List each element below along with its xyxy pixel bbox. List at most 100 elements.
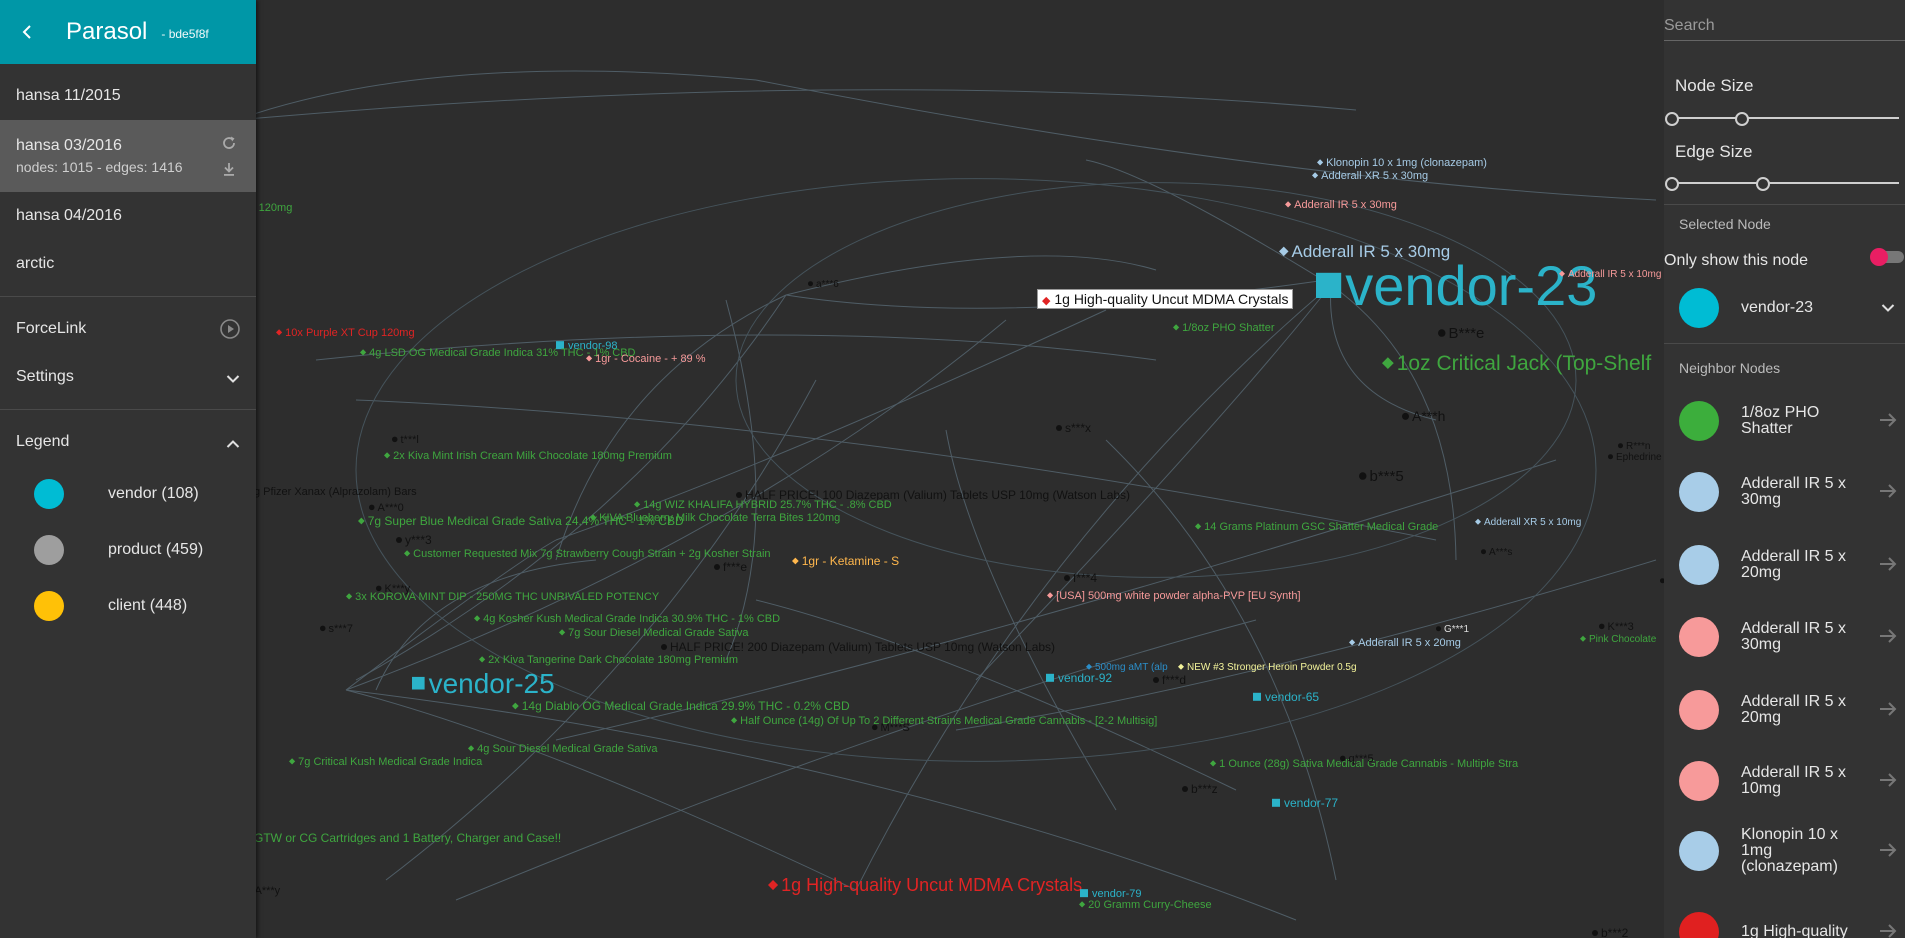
neighbor-node-item[interactable]: Adderall IR 5 x 20mg: [1679, 543, 1905, 587]
graph-node-client[interactable]: A***s: [1481, 547, 1512, 558]
graph-node-product[interactable]: 2x Kiva Tangerine Dark Chocolate 180mg P…: [479, 654, 738, 666]
graph-node-product[interactable]: 1/8oz PHO Shatter: [1173, 322, 1275, 334]
graph-node-product[interactable]: 14 Grams Platinum GSC Shatter Medical Gr…: [1195, 521, 1438, 533]
graph-node-product[interactable]: 14g Diablo OG Medical Grade Indica 29.9%…: [512, 699, 850, 713]
refresh-icon[interactable]: [220, 134, 238, 152]
graph-node-product[interactable]: 1 Ounce (28g) Sativa Medical Grade Canna…: [1210, 758, 1519, 770]
graph-node-client[interactable]: y***3: [396, 533, 432, 547]
graph-node-client[interactable]: f***d: [1153, 673, 1186, 687]
graph-node-client[interactable]: f***4: [1064, 571, 1097, 585]
slider-min-thumb[interactable]: [1665, 112, 1679, 126]
graph-node-product[interactable]: Adderall IR 5 x 20mg: [1349, 637, 1461, 649]
graph-node-product[interactable]: Adderall IR 5 x 10mg: [1559, 269, 1661, 280]
download-icon[interactable]: [220, 160, 238, 178]
graph-node-product[interactable]: Half Ounce (14g) Of Up To 2 Different St…: [731, 715, 1157, 727]
neighbor-node-item[interactable]: Adderall IR 5 x 30mg: [1679, 615, 1905, 659]
legend-header[interactable]: Legend: [0, 418, 256, 466]
graph-node-product[interactable]: 1gr - Ketamine - S: [792, 554, 899, 568]
graph-node-client[interactable]: b***2: [1592, 926, 1629, 938]
graph-node-product[interactable]: Customer Requested Mix 7g Strawberry Cou…: [404, 548, 771, 560]
graph-node-product[interactable]: 1gr - Cocaine - + 89 %: [586, 353, 706, 365]
graph-node-product[interactable]: 7g Critical Kush Medical Grade Indica: [289, 756, 483, 768]
graph-node-product[interactable]: g Pfizer Xanax (Alprazolam) Bars: [256, 486, 417, 498]
graph-node-product[interactable]: Adderall IR 5 x 30mg: [1285, 199, 1397, 211]
graph-node-product[interactable]: 7g Sour Diesel Medical Grade Sativa: [559, 627, 749, 639]
graph-node-client[interactable]: q***5: [1340, 753, 1374, 765]
neighbor-node-item[interactable]: 1g High-quality: [1679, 910, 1905, 938]
forcelink-item[interactable]: ForceLink: [0, 305, 256, 353]
arrow-right-icon[interactable]: [1879, 842, 1897, 863]
arrow-right-icon[interactable]: [1879, 923, 1897, 938]
graph-node-product[interactable]: 4g LSD OG Medical Grade Indica 31% THC -…: [360, 347, 636, 359]
graph-node-client[interactable]: b***z: [1182, 782, 1218, 796]
graph-node-vendor[interactable]: vendor-25: [412, 668, 555, 699]
graph-node-client[interactable]: Ephedrine H: [1608, 452, 1664, 463]
graph-node-product[interactable]: 2x Kiva Mint Irish Cream Milk Chocolate …: [384, 450, 672, 462]
arrow-right-icon[interactable]: [1879, 628, 1897, 649]
graph-svg[interactable]: vendor-23 vendor-25 1oz Critical Jack (Top…: [256, 0, 1664, 938]
graph-canvas[interactable]: vendor-23 vendor-25 1oz Critical Jack (Top…: [256, 0, 1664, 938]
graph-node-vendor[interactable]: vendor-23: [1316, 254, 1597, 317]
graph-node-client[interactable]: HALF PRICE!: [1660, 576, 1664, 587]
graph-node-client[interactable]: t***l: [392, 434, 419, 446]
graph-node-product[interactable]: Pink Chocolate: [1580, 634, 1657, 645]
graph-node-vendor[interactable]: vendor-98: [556, 340, 618, 352]
graph-node-vendor[interactable]: vendor-77: [1272, 796, 1338, 810]
graph-node-product[interactable]: es 120mg: [256, 202, 292, 214]
neighbor-node-item[interactable]: Adderall IR 5 x 10mg: [1679, 759, 1905, 803]
graph-node-client[interactable]: f***e: [714, 560, 747, 574]
slider-min-thumb[interactable]: [1665, 177, 1679, 191]
arrow-right-icon[interactable]: [1879, 772, 1897, 793]
graph-node-vendor[interactable]: vendor-92: [1046, 671, 1112, 685]
graph-node-product[interactable]: 4g Sour Diesel Medical Grade Sativa: [468, 743, 658, 755]
graph-node-client[interactable]: s***x: [1056, 421, 1091, 435]
search-input[interactable]: [1664, 12, 1905, 41]
graph-node-client[interactable]: G***1: [1436, 624, 1469, 635]
graph-node-product[interactable]: 4g Kosher Kush Medical Grade Indica 30.9…: [474, 613, 780, 625]
graph-node-product[interactable]: NEW #3 Stronger Heroin Powder 0.5g: [1178, 662, 1357, 673]
graph-node-client[interactable]: A***h: [1402, 408, 1445, 424]
arrow-right-icon[interactable]: [1879, 412, 1897, 433]
arrow-right-icon[interactable]: [1879, 701, 1897, 722]
settings-item[interactable]: Settings: [0, 353, 256, 401]
graph-node-client[interactable]: s***7: [320, 623, 353, 635]
graph-node-client[interactable]: M***S: [872, 722, 910, 734]
back-button[interactable]: [0, 0, 54, 64]
arrow-right-icon[interactable]: [1879, 556, 1897, 577]
node-size-slider[interactable]: [1665, 111, 1899, 126]
neighbor-node-item[interactable]: 1/8oz PHO Shatter: [1679, 399, 1905, 443]
graph-node-client[interactable]: B***e: [1438, 325, 1484, 342]
only-show-toggle[interactable]: [1870, 248, 1904, 266]
graph-node-product[interactable]: 1g High-quality Uncut MDMA Crystals: [768, 875, 1082, 895]
slider-thumb[interactable]: [1735, 112, 1750, 126]
neighbor-node-item[interactable]: Adderall IR 5 x 20mg: [1679, 688, 1905, 732]
graph-node-client[interactable]: a***6: [808, 279, 839, 290]
graph-node-product[interactable]: Adderall XR 5 x 30mg: [1312, 170, 1428, 182]
dataset-hansa-04-2016[interactable]: hansa 04/2016: [0, 192, 256, 240]
graph-node-client[interactable]: A***y: [256, 885, 281, 897]
graph-node-product[interactable]: Adderall IR 5 x 30mg: [1279, 242, 1450, 261]
graph-node-product[interactable]: Klonopin 10 x 1mg (clonazepam): [1317, 157, 1487, 169]
graph-node-product[interactable]: GTW or CG Cartridges and 1 Battery, Char…: [256, 831, 561, 845]
graph-node-client[interactable]: HALF PRICE! 200 Diazepam (Valium) Tablet…: [661, 640, 1055, 654]
graph-node-client[interactable]: HALF PRICE! 100 Diazepam (Valium) Tablet…: [736, 488, 1130, 502]
neighbor-node-item[interactable]: Adderall IR 5 x 30mg: [1679, 470, 1905, 514]
edge-size-slider[interactable]: [1665, 176, 1899, 191]
graph-node-vendor[interactable]: vendor-79: [1080, 888, 1142, 900]
graph-node-product[interactable]: 1oz Critical Jack (Top-Shelf: [1382, 352, 1651, 375]
graph-node-product[interactable]: Adderall XR 5 x 10mg: [1475, 517, 1581, 528]
graph-node-product[interactable]: 7g Super Blue Medical Grade Sativa 24.4%…: [358, 514, 684, 528]
graph-node-product[interactable]: 500mg aMT (alp: [1086, 662, 1168, 673]
graph-node-product[interactable]: 3x KOROVA MINT DIP - 250MG THC UNRIVALED…: [346, 591, 660, 603]
dataset-hansa-11-2015[interactable]: hansa 11/2015: [0, 72, 256, 120]
arrow-right-icon[interactable]: [1879, 483, 1897, 504]
graph-node-product[interactable]: 20 Gramm Curry-Cheese: [1079, 899, 1212, 911]
graph-node-client[interactable]: R***n: [1618, 441, 1650, 452]
neighbor-node-item[interactable]: Klonopin 10 x 1mg (clonazepam): [1679, 827, 1905, 875]
graph-node-client[interactable]: K***y: [376, 583, 411, 595]
slider-thumb[interactable]: [1755, 177, 1770, 191]
dataset-arctic[interactable]: arctic: [0, 240, 256, 288]
graph-node-product[interactable]: 10x Purple XT Cup 120mg: [276, 327, 415, 339]
graph-node-product[interactable]: 14g WIZ KHALIFA HYBRID 25.7% THC - .8% C…: [634, 499, 892, 511]
play-icon[interactable]: [220, 319, 240, 344]
